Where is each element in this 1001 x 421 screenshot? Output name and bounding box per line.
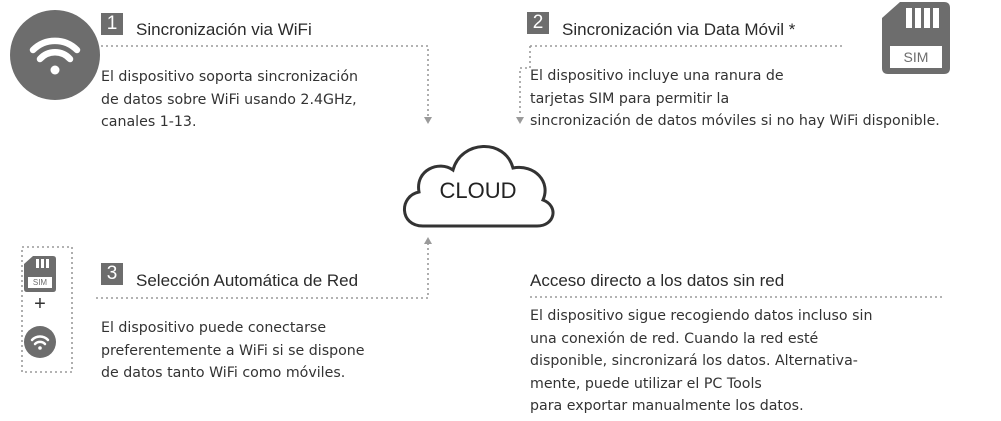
section-1-body: El dispositivo soporta sincronización de… [101,69,359,130]
section-2-number: 2 [527,12,549,34]
connector-mobile [519,45,842,116]
arrow-down-mobile [516,117,524,124]
wifi-icon [10,10,100,100]
sim-label: SIM [903,49,929,65]
arrow-up-auto [424,237,432,244]
offline-section-title: Acceso directo a los datos sin red [530,271,785,290]
section-3-number: 3 [101,263,123,285]
small-sim-card-icon: SIM [24,256,56,292]
cloud-label: CLOUD [439,178,517,203]
plus-sign: + [34,293,46,315]
connector-wifi [96,45,429,116]
cloud-icon [403,145,555,228]
small-sim-label: SIM [32,278,48,287]
section-3-body: El dispositivo puede conectarse preferen… [101,320,365,381]
connector-auto-line [96,244,429,299]
section-3-title: Selección Automática de Red [136,271,359,290]
small-wifi-icon [24,326,56,358]
section-2-title: Sincronización via Data Móvil * [562,20,796,39]
arrow-down-wifi [424,117,432,124]
section-1-number: 1 [101,13,123,35]
section-1-title: Sincronización via WiFi [136,20,312,39]
section-2-body: El dispositivo incluye una ranura de tar… [530,68,940,129]
connector-auto [21,246,73,373]
offline-section-body: El dispositivo sigue recogiendo datos in… [530,308,873,414]
sim-card-icon: SIM [882,2,950,74]
